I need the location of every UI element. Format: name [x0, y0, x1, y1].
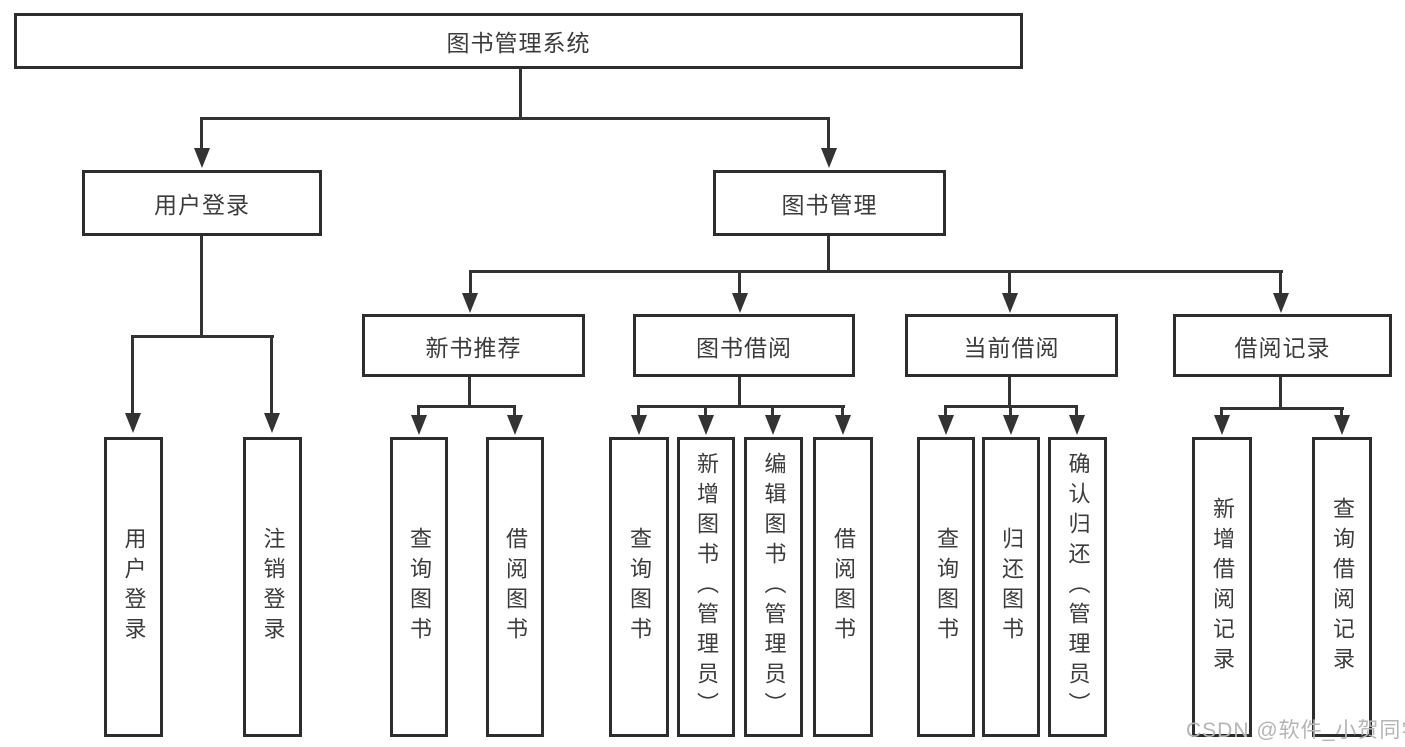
connector-line: [704, 405, 707, 417]
leaf-query-books-recommend: 查询图书: [390, 437, 448, 737]
connector-line: [270, 335, 273, 413]
connector-line: [468, 377, 471, 405]
arrow-down-icon: [821, 148, 837, 168]
leaf-label: 新增借阅记录: [1210, 497, 1235, 677]
node-label: 图书管理: [781, 192, 878, 218]
node-book-borrowing: 图书借阅: [633, 314, 855, 377]
arrow-down-icon: [507, 415, 523, 435]
node-label: 图书借阅: [696, 334, 792, 361]
node-label: 图书管理系统: [446, 30, 591, 56]
connector-line: [200, 117, 203, 150]
leaf-user-login: 用户登录: [104, 437, 163, 737]
arrow-down-icon: [462, 293, 478, 313]
connector-line: [200, 117, 830, 120]
connector-line: [131, 335, 134, 413]
node-system-root: 图书管理系统: [14, 13, 1023, 69]
connector-line: [738, 270, 741, 294]
leaf-label: 查询图书: [627, 527, 652, 647]
node-label: 当前借阅: [963, 334, 1060, 361]
connector-line: [200, 236, 203, 335]
leaf-confirm-return-admin: 确认归还（管理员）: [1048, 437, 1107, 737]
connector-line: [1008, 377, 1011, 405]
node-user-login: 用户登录: [82, 170, 322, 236]
connector-line: [1075, 405, 1078, 417]
leaf-label: 新增图书（管理员）: [694, 452, 719, 722]
connector-line: [519, 68, 522, 117]
leaf-borrow-books-borrowing: 借阅图书: [813, 437, 873, 737]
connector-line: [771, 405, 774, 417]
connector-line: [417, 405, 516, 408]
connector-line: [469, 270, 1283, 273]
node-label: 新书推荐: [425, 334, 522, 361]
node-book-management: 图书管理: [713, 170, 946, 236]
arrow-down-icon: [631, 415, 647, 435]
leaf-query-books-borrowing: 查询图书: [609, 437, 669, 737]
arrow-down-icon: [1003, 415, 1019, 435]
connector-line: [827, 117, 830, 150]
leaf-edit-books-admin: 编辑图书（管理员）: [744, 437, 803, 737]
leaf-label: 编辑图书（管理员）: [761, 452, 787, 722]
connector-line: [637, 405, 845, 408]
arrow-down-icon: [1069, 415, 1085, 435]
leaf-logout: 注销登录: [243, 437, 302, 737]
connector-line: [131, 335, 274, 338]
leaf-label: 查询借阅记录: [1330, 497, 1355, 677]
connector-line: [417, 405, 420, 417]
arrow-down-icon: [698, 415, 714, 435]
connector-line: [1279, 377, 1282, 407]
connector-line: [738, 377, 741, 405]
connector-line: [1340, 407, 1343, 417]
leaf-query-books-current: 查询图书: [917, 437, 975, 737]
arrow-down-icon: [765, 415, 781, 435]
arrow-down-icon: [1334, 415, 1350, 435]
leaf-query-borrow-record: 查询借阅记录: [1312, 437, 1372, 737]
leaf-return-books: 归还图书: [982, 437, 1040, 737]
leaf-label: 借阅图书: [831, 527, 856, 647]
arrow-down-icon: [1214, 415, 1230, 435]
node-label: 借阅记录: [1234, 334, 1331, 361]
connector-line: [1008, 270, 1011, 294]
leaf-label: 查询图书: [407, 527, 432, 647]
leaf-borrow-books-recommend: 借阅图书: [486, 437, 544, 737]
leaf-add-books-admin: 新增图书（管理员）: [677, 437, 735, 737]
leaf-label: 确认归还（管理员）: [1065, 452, 1091, 722]
connector-line: [513, 405, 516, 417]
connector-line: [1279, 270, 1282, 294]
arrow-down-icon: [835, 415, 851, 435]
node-label: 用户登录: [154, 192, 250, 218]
leaf-label: 用户登录: [121, 527, 147, 647]
arrow-down-icon: [125, 413, 141, 433]
connector-line: [637, 405, 640, 417]
arrow-down-icon: [1002, 293, 1018, 313]
connector-line: [827, 236, 830, 273]
arrow-down-icon: [732, 293, 748, 313]
arrow-down-icon: [411, 415, 427, 435]
connector-line: [469, 270, 472, 294]
arrow-down-icon: [938, 415, 954, 435]
arrow-down-icon: [264, 413, 280, 433]
connector-line: [1009, 405, 1012, 417]
node-current-borrowing: 当前借阅: [905, 314, 1118, 377]
node-new-book-recommendation: 新书推荐: [362, 314, 585, 377]
arrow-down-icon: [194, 148, 210, 168]
connector-line: [841, 405, 844, 417]
node-borrowing-records: 借阅记录: [1173, 314, 1392, 377]
arrow-down-icon: [1273, 293, 1289, 313]
connector-line: [1220, 407, 1344, 410]
leaf-add-borrow-record: 新增借阅记录: [1192, 437, 1252, 737]
leaf-label: 借阅图书: [503, 527, 528, 647]
connector-line: [944, 405, 947, 417]
watermark: CSDN @软件_小贺同学: [1186, 719, 1405, 742]
leaf-label: 归还图书: [999, 527, 1024, 647]
leaf-label: 注销登录: [260, 527, 286, 647]
leaf-label: 查询图书: [934, 527, 959, 647]
connector-line: [1220, 407, 1223, 417]
